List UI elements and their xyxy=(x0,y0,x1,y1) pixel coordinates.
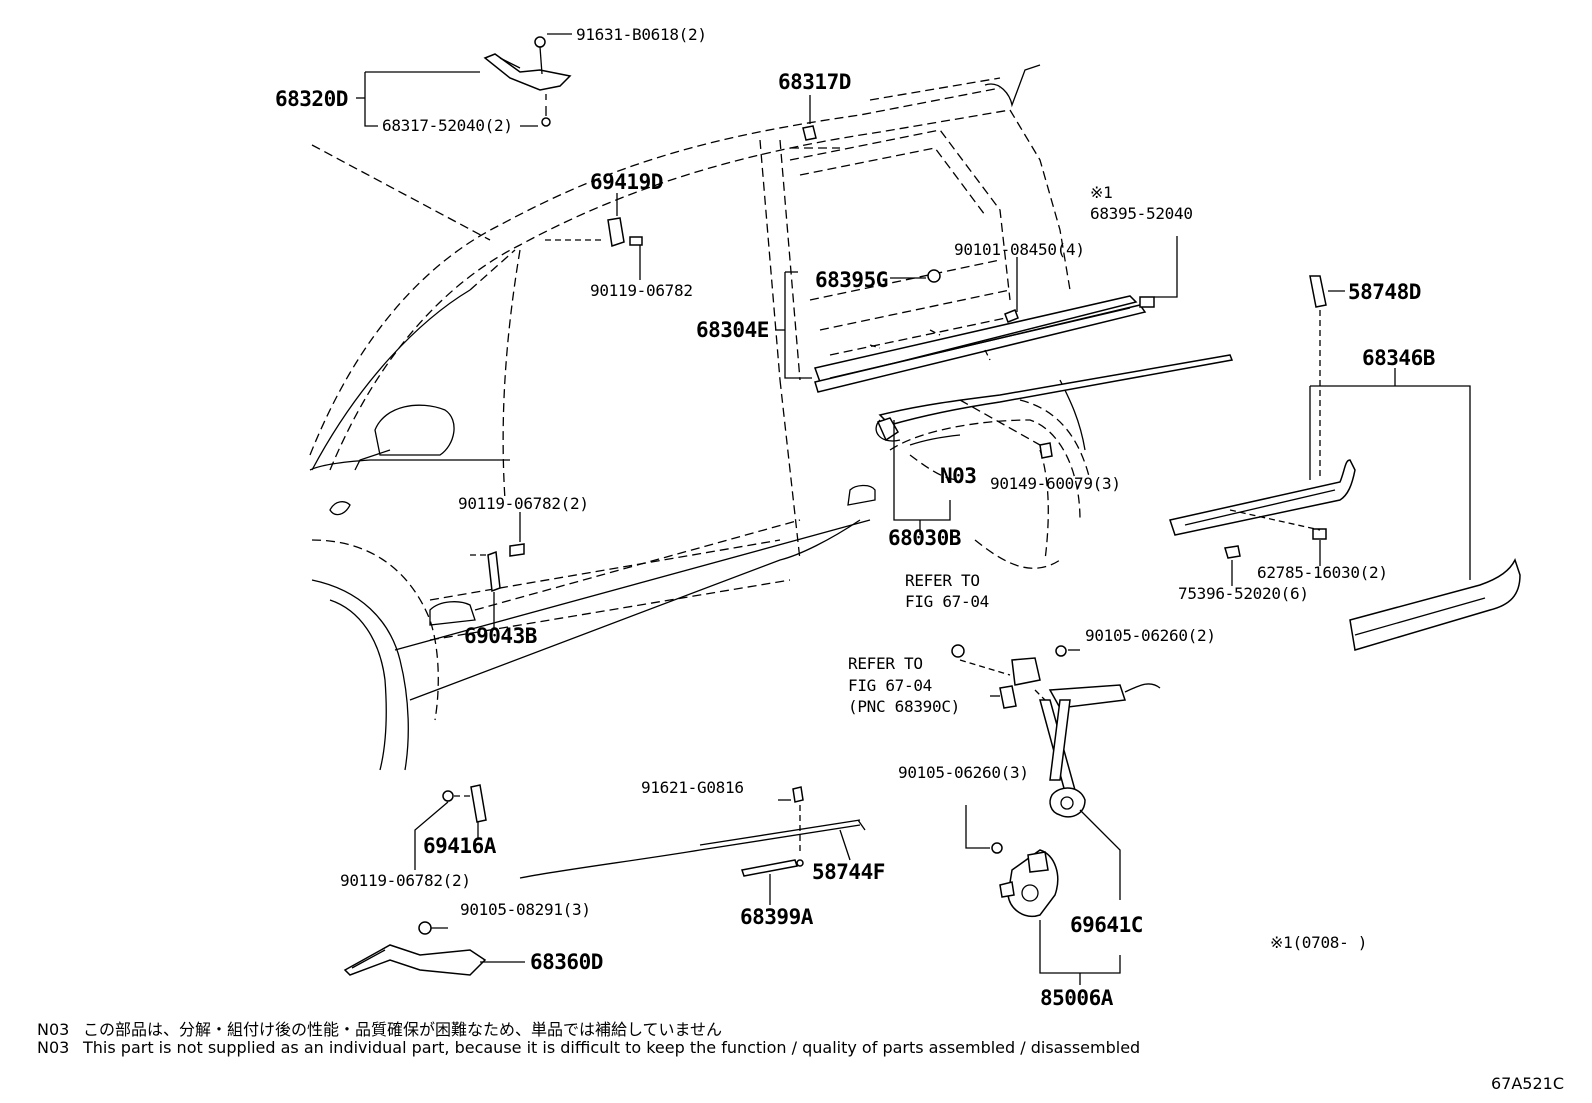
label-69416A: 69416A xyxy=(423,834,496,858)
bracket-69043B-part xyxy=(470,512,525,628)
weatherstrip-68030B-part xyxy=(875,354,1234,535)
footnote-text: この部品は、分解・組付け後の性能・品質確保が困難なため、単品では補給していません xyxy=(83,1020,723,1039)
label-90119-06782-a: 90119-06782 xyxy=(590,281,693,300)
label-69419D: 69419D xyxy=(590,170,663,194)
label-62785-16030: 62785-16030(2) xyxy=(1257,563,1388,582)
figure-code: 67A521C xyxy=(1490,1074,1564,1093)
label-75396-52020: 75396-52020(6) xyxy=(1178,584,1309,603)
label-90105-08291: 90105-08291(3) xyxy=(460,900,591,919)
label-68030B: 68030B xyxy=(888,526,961,550)
label-refer-to-2a: REFER TO xyxy=(848,654,923,673)
label-58748D: 58748D xyxy=(1348,280,1421,304)
label-refer-to-2b: FIG 67-04 xyxy=(848,676,932,695)
label-note-mark-1: ※1 xyxy=(1090,183,1113,202)
label-90101-08450: 90101-08450(4) xyxy=(954,240,1085,259)
bracket-69419D-part xyxy=(545,193,643,280)
label-68304E: 68304E xyxy=(696,318,769,342)
footnote-text: This part is not supplied as an individu… xyxy=(83,1038,1141,1057)
label-68399A: 68399A xyxy=(740,905,813,929)
label-90119-06782-b: 90119-06782(2) xyxy=(458,494,589,513)
label-note-mark-1-range: ※1(0708- ) xyxy=(1270,933,1368,952)
label-91631-B0618: 91631-B0618(2) xyxy=(576,25,707,44)
label-91621-G0816: 91621-G0816 xyxy=(641,778,744,797)
label-85006A: 85006A xyxy=(1040,986,1113,1010)
label-68346B: 68346B xyxy=(1362,346,1435,370)
footnote-japanese: N03 この部品は、分解・組付け後の性能・品質確保が困難なため、単品では補給してい… xyxy=(37,1016,722,1040)
label-refer-to-1b: FIG 67-04 xyxy=(905,592,989,611)
label-90149-60079: 90149-60079(3) xyxy=(990,474,1121,493)
footnote-english: N03 This part is not supplied as an indiv… xyxy=(37,1038,1140,1057)
clip-68317D-part xyxy=(790,95,840,149)
label-68360D: 68360D xyxy=(530,950,603,974)
label-90105-06260-b: 90105-06260(3) xyxy=(898,763,1029,782)
rod-58744F-part xyxy=(519,786,866,905)
label-refer-to-1a: REFER TO xyxy=(905,571,980,590)
hinge-68360D-part xyxy=(343,921,525,976)
label-69043B: 69043B xyxy=(464,624,537,648)
belt-moulding-68304E-part xyxy=(814,236,1178,393)
regulator-69641C-part xyxy=(951,644,1161,985)
footnote-code: N03 xyxy=(37,1038,70,1057)
label-pnc-68390C: (PNC 68390C) xyxy=(848,697,960,716)
label-69641C: 69641C xyxy=(1070,913,1143,937)
label-68320D: 68320D xyxy=(275,87,348,111)
label-68395G: 68395G xyxy=(815,268,888,292)
label-58744F: 58744F xyxy=(812,860,885,884)
label-68317D: 68317D xyxy=(778,70,851,94)
label-N03: N03 xyxy=(940,464,977,488)
hinge-68320D-part xyxy=(483,36,572,127)
label-90119-06782-c: 90119-06782(2) xyxy=(340,871,471,890)
label-68395-52040: 68395-52040 xyxy=(1090,204,1193,223)
vehicle-body-outline xyxy=(309,64,1091,771)
rocker-moulding-68346B-part xyxy=(1169,275,1521,651)
label-68317-52040: 68317-52040(2) xyxy=(382,116,513,135)
footnote-code: N03 xyxy=(37,1020,70,1039)
label-90105-06260-a: 90105-06260(2) xyxy=(1085,626,1216,645)
bracket-69416A-part xyxy=(414,784,487,870)
